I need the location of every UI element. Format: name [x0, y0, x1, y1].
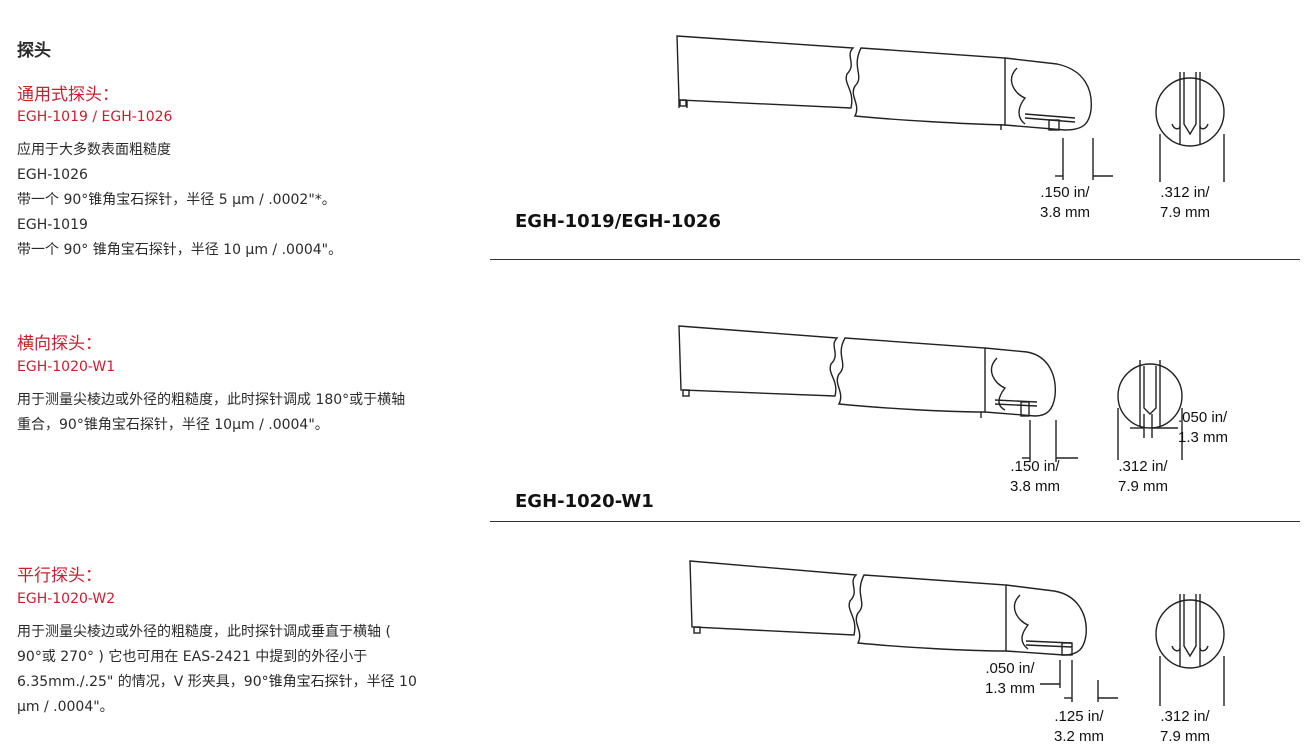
section-divider: [490, 259, 1300, 260]
dimension-inch: .150 in/: [1010, 458, 1060, 475]
dimension-2b: .312 in/ 7.9 mm: [1118, 457, 1168, 497]
dimension-mm: 7.9 mm: [1160, 204, 1211, 221]
dimension-inch: .312 in/: [1160, 708, 1210, 725]
dimension-1b: .312 in/ 7.9 mm: [1160, 183, 1210, 223]
probe-end-view-3: [1155, 594, 1225, 706]
dimension-inch: .050 in/: [985, 660, 1035, 677]
dimension-mm: 3.8 mm: [1040, 204, 1091, 221]
section-3-title: 平行探头：: [17, 566, 102, 586]
dimension-line-3a: [1040, 660, 1118, 702]
section-3-code: EGH-1020-W2: [17, 591, 116, 607]
section-1-code: EGH-1019 / EGH-1026: [17, 109, 173, 125]
section-1-line: EGH-1026: [17, 167, 88, 183]
dimension-inch: .312 in/: [1118, 458, 1168, 475]
dimension-3b: .125 in/ 3.2 mm: [1054, 707, 1104, 747]
dimension-inch: .150 in/: [1040, 184, 1090, 201]
section-2-code: EGH-1020-W1: [17, 359, 116, 375]
section-1-line: EGH-1019: [17, 217, 88, 233]
dimension-2a: .150 in/ 3.8 mm: [1010, 457, 1060, 497]
dimension-mm: 7.9 mm: [1160, 728, 1211, 745]
dimension-inch: .312 in/: [1160, 184, 1210, 201]
probe-end-view-1: [1155, 72, 1225, 182]
dimension-3c: .312 in/ 7.9 mm: [1160, 707, 1210, 747]
dimension-line-2a: [1022, 420, 1078, 462]
section-1-line: 带一个 90°锥角宝石探针，半径 5 µm / .0002"*。: [17, 192, 336, 208]
dimension-line-1a: [1055, 138, 1113, 180]
dimension-mm: 3.8 mm: [1010, 478, 1061, 495]
section-1-description: 应用于大多数表面粗糙度 EGH-1026 带一个 90°锥角宝石探针，半径 5 …: [17, 138, 342, 263]
probe-side-drawing-3: [689, 560, 1087, 656]
dimension-inch: .125 in/: [1054, 708, 1104, 725]
section-2-title: 横向探头：: [17, 334, 102, 354]
probe-side-drawing-2: [678, 325, 1056, 418]
section-1-line: 带一个 90° 锥角宝石探针，半径 10 µm / .0004"。: [17, 242, 343, 258]
section-3-description: 用于测量尖棱边或外径的粗糙度，此时探针调成垂直于横轴 ( 90°或 270° )…: [17, 624, 417, 715]
model-label-1: EGH-1019/EGH-1026: [515, 211, 721, 232]
dimension-1a: .150 in/ 3.8 mm: [1040, 183, 1090, 223]
dimension-mm: 3.2 mm: [1054, 728, 1105, 745]
dimension-3a: .050 in/ 1.3 mm: [985, 659, 1035, 699]
page-title: 探头: [17, 41, 51, 61]
section-divider: [490, 521, 1300, 522]
section-1-line: 应用于大多数表面粗糙度: [17, 142, 171, 158]
dimension-inch: .050 in/: [1178, 409, 1228, 426]
model-label-2: EGH-1020-W1: [515, 491, 654, 512]
dimension-mm: 7.9 mm: [1118, 478, 1169, 495]
section-2-description: 用于测量尖棱边或外径的粗糙度，此时探针调成 180°或于横轴重合，90°锥角宝石…: [17, 392, 406, 433]
probe-side-drawing-1: [676, 35, 1092, 131]
dimension-mm: 1.3 mm: [985, 680, 1036, 697]
probe-end-view-2: [1117, 360, 1183, 460]
section-1-title: 通用式探头：: [17, 85, 119, 105]
dimension-mm: 1.3 mm: [1178, 429, 1229, 446]
dimension-2c: .050 in/ 1.3 mm: [1178, 408, 1228, 448]
